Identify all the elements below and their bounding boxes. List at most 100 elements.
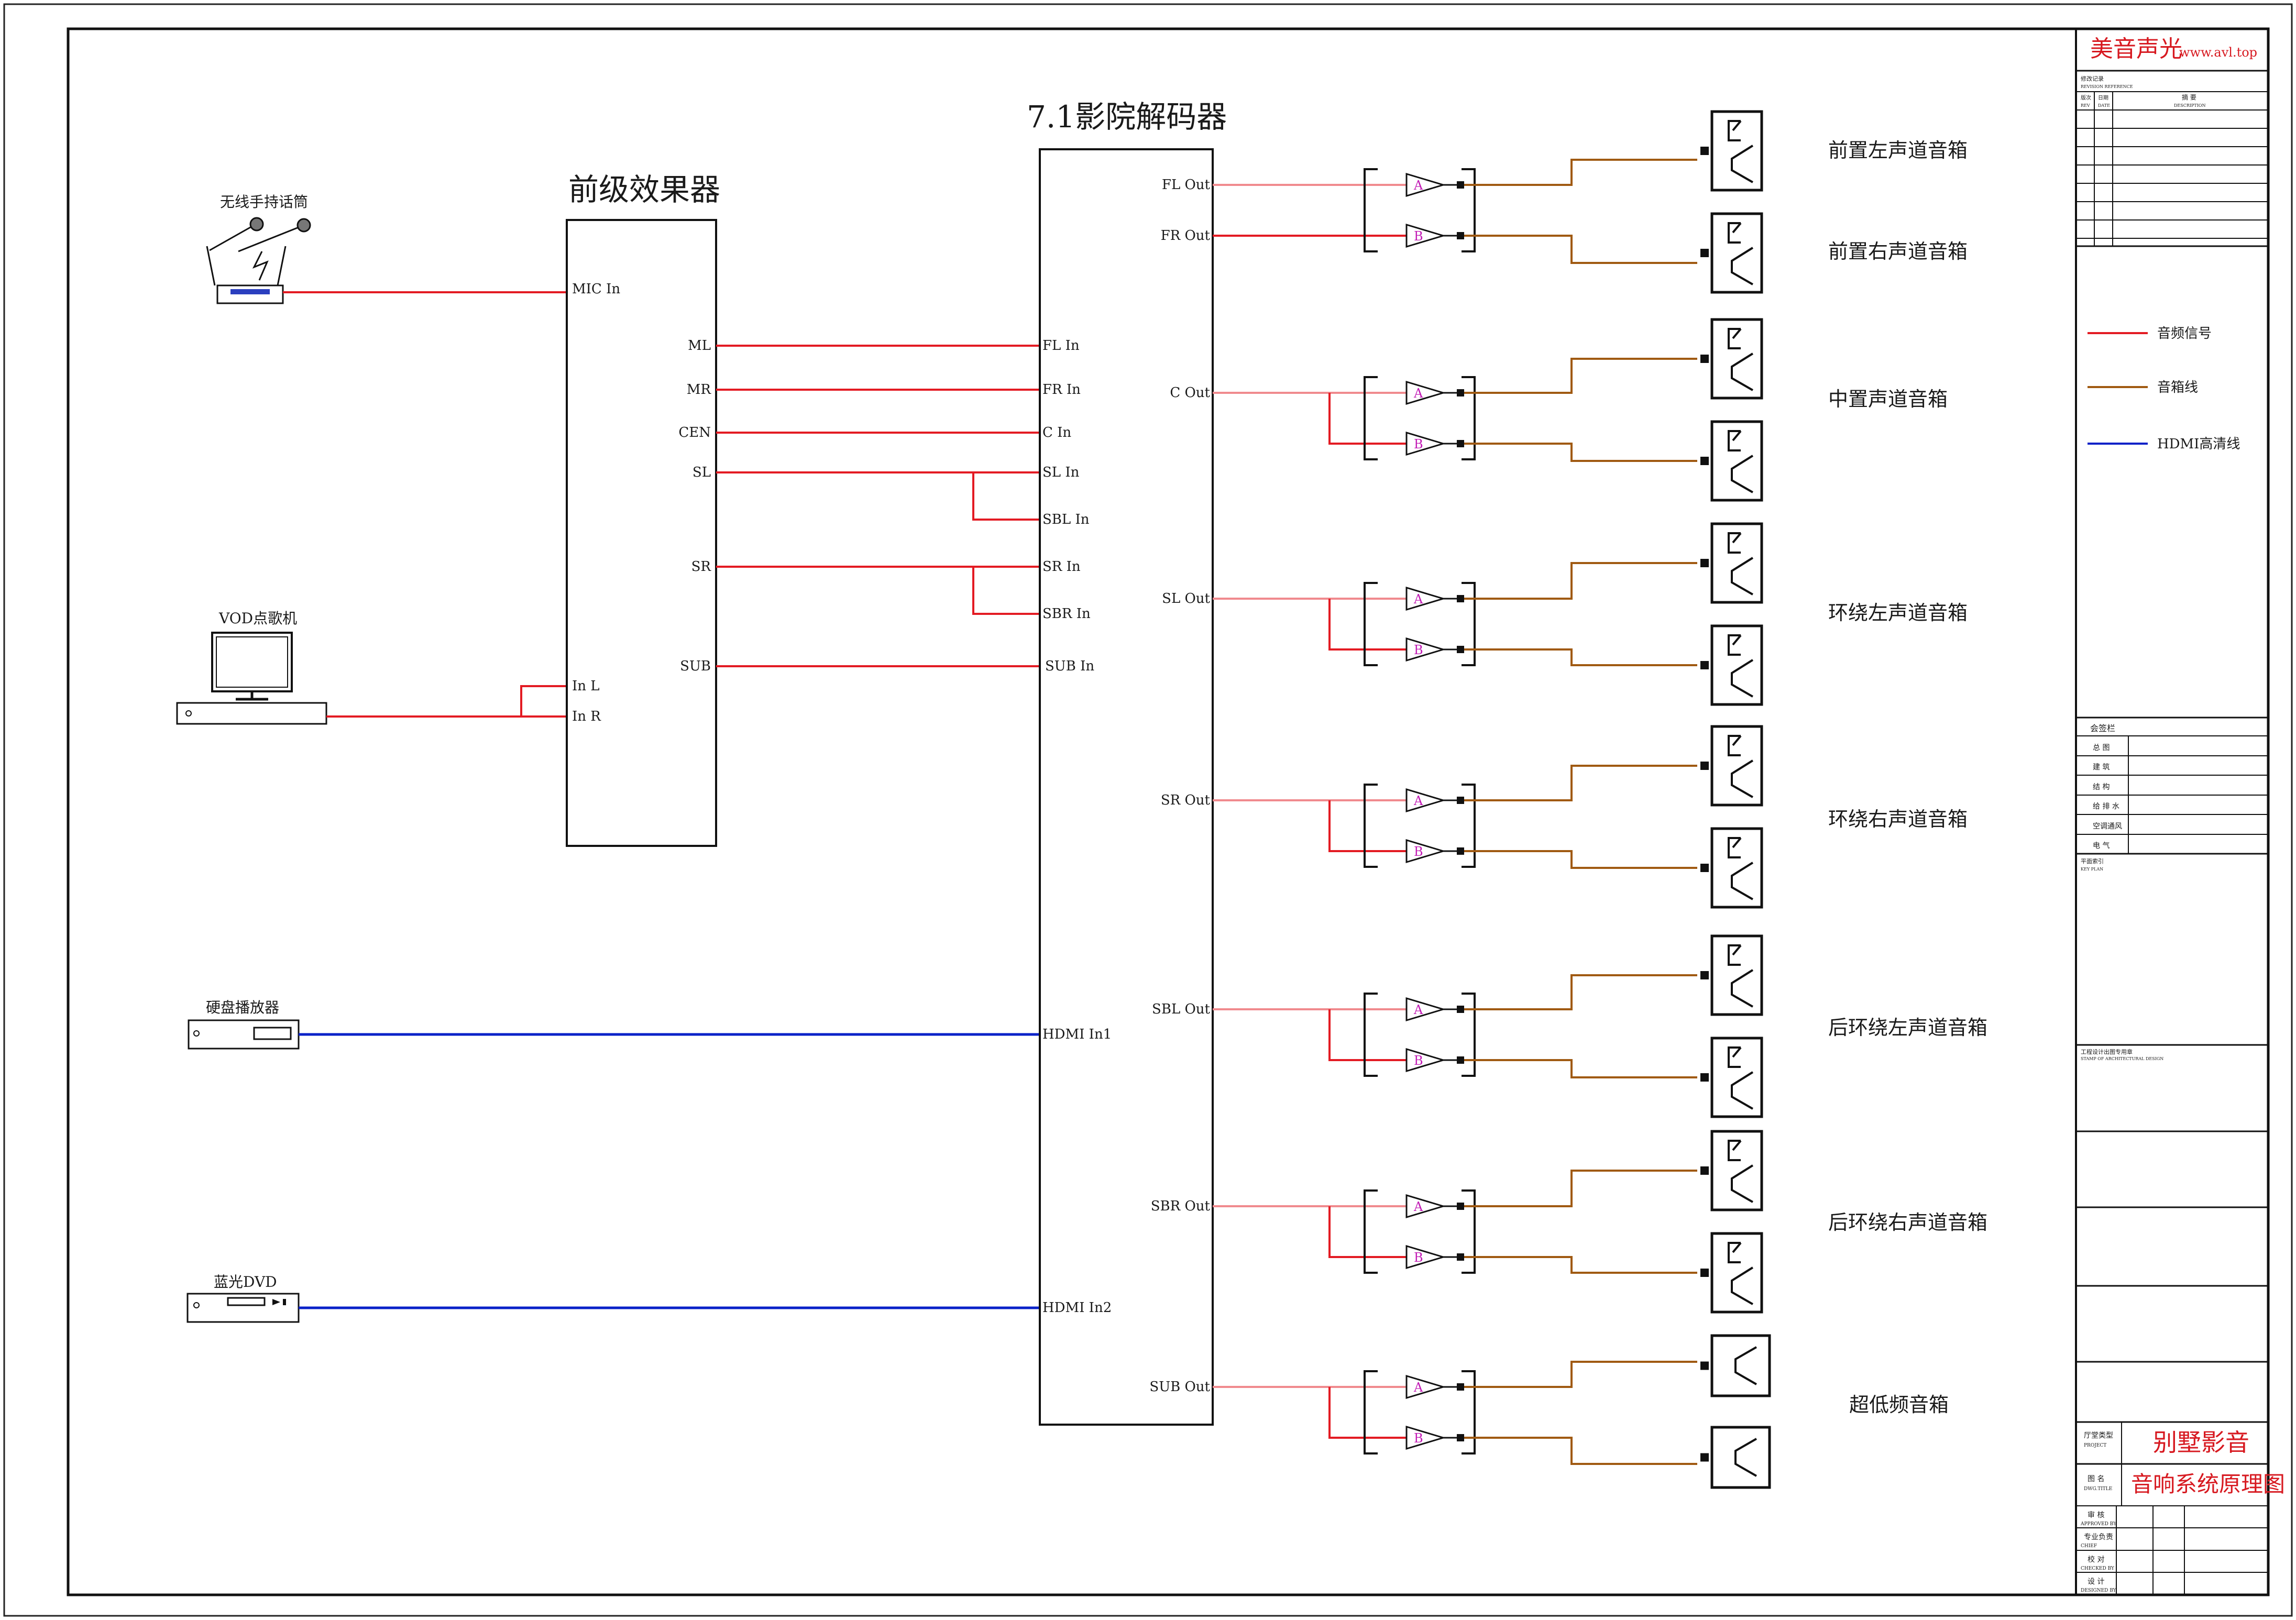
amplifier-channel-label: B — [1414, 437, 1423, 451]
connector-icon — [1457, 389, 1464, 396]
wire-split-rear-surround-right — [1328, 1206, 1407, 1258]
amp-bracket-left — [1364, 168, 1378, 252]
speaker-terminal-icon — [1700, 661, 1709, 669]
approval-4: 设 计 — [2088, 1578, 2104, 1586]
decoder-out-surround-left: SL Out — [1162, 591, 1210, 607]
subwoofer-cone — [1734, 1438, 1757, 1477]
decoder-title: 7.1影院解码器 — [1027, 99, 1227, 135]
speaker-tweeter — [1728, 532, 1741, 554]
preamp-effects: 前级效果器 MIC In In L In R ML MR CEN SL SR S… — [566, 172, 720, 847]
title-block — [2075, 28, 2268, 1595]
speaker-icon — [1710, 934, 1763, 1016]
sign-row-1: 总 图 — [2093, 744, 2110, 752]
connector-icon — [1457, 1383, 1464, 1391]
brand-website: www.avl.top — [2179, 45, 2257, 60]
speaker-icon — [1710, 725, 1763, 807]
microphone-icon — [209, 217, 311, 281]
preamp-out-sl: SL — [693, 465, 711, 480]
amplifier-icon — [1405, 788, 1446, 813]
speaker-cable — [1464, 765, 1697, 801]
wireless-mic-receiver: 无线手持话筒 — [206, 193, 311, 304]
speaker-tweeter — [1728, 222, 1741, 244]
speaker-tweeter-edge — [1732, 532, 1742, 544]
wire-split-center — [1328, 393, 1407, 445]
project-value: 别墅影音 — [2153, 1428, 2249, 1457]
approval-1-en: APPROVED BY — [2080, 1522, 2117, 1527]
speaker-terminal-icon — [1700, 1166, 1709, 1175]
project-label-en: PROJECT — [2084, 1443, 2106, 1448]
amp-bracket-right — [1462, 1370, 1476, 1454]
amp-bracket-right — [1462, 993, 1476, 1077]
pause-icon — [283, 1299, 286, 1305]
amplifier-channel-label: A — [1413, 794, 1423, 808]
speaker-tweeter — [1728, 1046, 1741, 1068]
speaker-icon — [1710, 827, 1763, 909]
hdd-label: 硬盘播放器 — [206, 999, 279, 1016]
speaker-terminal-icon — [1700, 355, 1709, 363]
speaker-tweeter-edge — [1732, 735, 1742, 746]
amplifier-icon — [1405, 1374, 1446, 1399]
key-plan-en: KEY PLAN — [2081, 867, 2103, 872]
power-led-icon — [185, 710, 192, 717]
project-label: 厅堂类型 — [2084, 1431, 2113, 1440]
sign-title: 会签栏 — [2090, 723, 2115, 733]
preamp-title: 前级效果器 — [568, 172, 720, 207]
preamp-box — [566, 219, 717, 847]
speaker-terminal-icon — [1700, 249, 1709, 257]
speaker-cable — [1464, 443, 1697, 462]
revision-col-date-en: DATE — [2098, 103, 2110, 108]
approval-3-en: CHECKED BY — [2081, 1566, 2115, 1571]
amplifier-channel-label: A — [1413, 1002, 1423, 1017]
speaker-tweeter-edge — [1732, 328, 1742, 339]
wire-split-subwoofer — [1328, 1387, 1407, 1439]
speaker-tweeter — [1728, 1140, 1741, 1161]
connector-icon — [1457, 847, 1464, 855]
amplifier-channel-label: A — [1413, 386, 1423, 401]
speaker-terminal-icon — [1700, 1361, 1709, 1370]
amplifier-channel-label: A — [1413, 178, 1423, 193]
sign-row-2: 建 筑 — [2093, 763, 2110, 772]
decoder-in-sub: SUB In — [1045, 658, 1094, 674]
revision-col-desc: 摘 要 — [2182, 93, 2196, 101]
amplifier-channel-label: A — [1413, 592, 1423, 607]
approval-2-en: CHIEF — [2081, 1544, 2097, 1549]
legend-audio-label: 音频信号 — [2157, 326, 2212, 341]
amp-bracket-left — [1364, 582, 1378, 666]
amplifier-icon — [1405, 1194, 1446, 1219]
amplifier-icon — [1405, 839, 1446, 864]
amplifier-icon — [1405, 1048, 1446, 1073]
dwg-label-en: DWG.TITLE — [2084, 1486, 2112, 1492]
speaker-tweeter-edge — [1732, 222, 1742, 234]
drawing-border — [67, 27, 2270, 1596]
connector-icon — [1457, 181, 1464, 189]
bluray-player: 蓝光DVD — [186, 1273, 300, 1323]
speaker-icon — [1710, 318, 1763, 400]
speaker-woofer — [1731, 352, 1754, 391]
amplifier-icon — [1405, 172, 1446, 197]
speaker-woofer — [1731, 759, 1754, 798]
speaker-tweeter-edge — [1732, 634, 1742, 646]
speaker-terminal-icon — [1700, 1269, 1709, 1277]
wire-split-surround-right — [1328, 800, 1407, 852]
speaker-cable — [1464, 1437, 1697, 1465]
speaker-icon — [1710, 420, 1763, 502]
preamp-mic-in: MIC In — [572, 281, 620, 297]
stamp-label-en: STAMP OF ARCHITECTURAL DESIGN — [2081, 1056, 2163, 1061]
disc-tray-icon — [227, 1297, 266, 1306]
speaker-terminal-icon — [1700, 147, 1709, 155]
speaker-tweeter-edge — [1732, 430, 1742, 442]
subwoofer-icon — [1710, 1334, 1771, 1397]
outer-frame — [3, 3, 2293, 1617]
amp-bracket-right — [1462, 168, 1476, 252]
key-plan: 平面索引 — [2081, 857, 2104, 865]
connector-icon — [1457, 1253, 1464, 1261]
amplifier-icon — [1405, 1425, 1446, 1450]
connector-icon — [1457, 797, 1464, 804]
amp-bracket-right — [1462, 1189, 1476, 1274]
dwg-label: 图 名 — [2088, 1475, 2104, 1483]
speaker-tweeter-edge — [1732, 1140, 1742, 1151]
approval-1: 审 核 — [2088, 1511, 2104, 1519]
amplifier-icon — [1405, 637, 1446, 662]
speaker-label-front-right: 前置右声道音箱 — [1828, 240, 1968, 263]
